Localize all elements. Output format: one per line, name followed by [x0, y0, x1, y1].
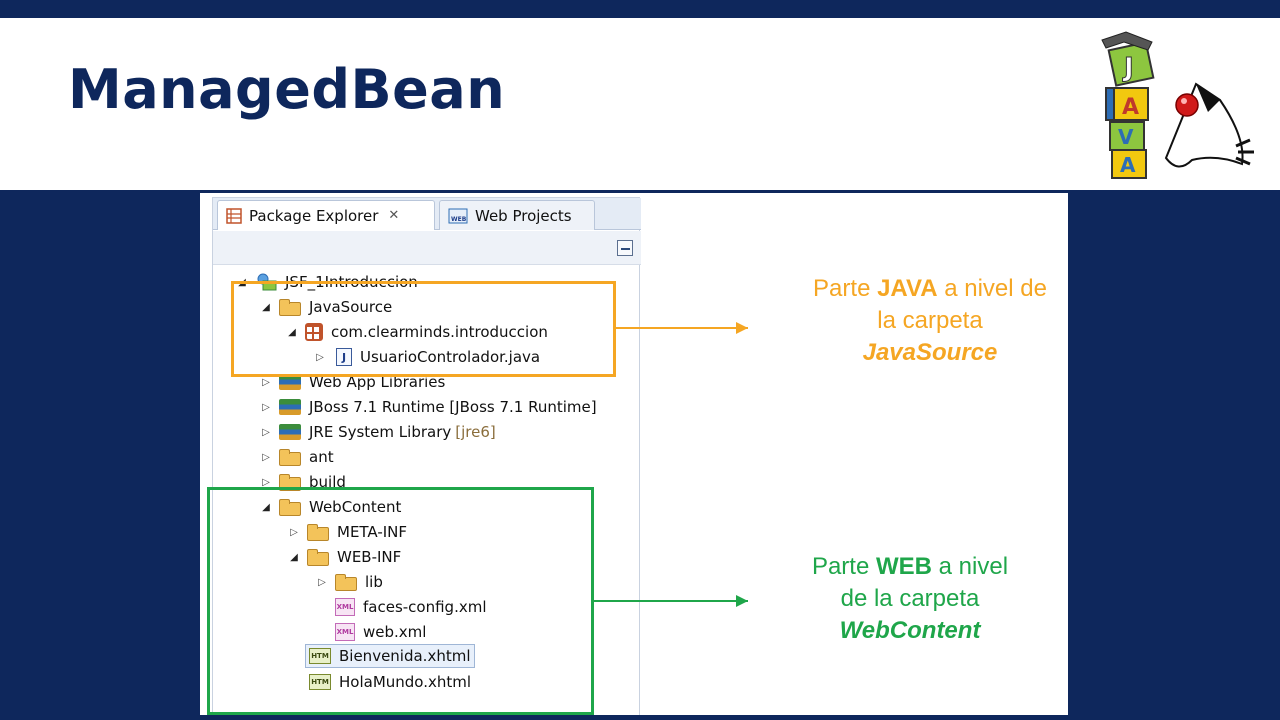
view-tab-bar: Package Explorer ✕ WEB Web Projects: [213, 198, 641, 230]
html-file-icon: HTM: [309, 674, 331, 690]
tree-item-java-file[interactable]: ▷ J UsuarioControlador.java: [313, 345, 540, 369]
library-icon: [279, 399, 301, 415]
collapse-arrow-icon[interactable]: ▷: [290, 526, 298, 538]
tree-item-label: JBoss 7.1 Runtime [JBoss 7.1 Runtime]: [309, 398, 597, 416]
java-highlight-box: [231, 281, 616, 377]
web-annotation-suffix: a nivel: [931, 553, 1009, 580]
close-icon[interactable]: ✕: [388, 208, 400, 223]
collapse-arrow-icon[interactable]: ▷: [316, 351, 324, 363]
java-annotation-emphasis: JavaSource: [862, 339, 998, 366]
expand-arrow-icon[interactable]: ◢: [262, 301, 270, 313]
web-annotation-strong: WEB: [875, 553, 932, 580]
tree-item-lib[interactable]: ▷ lib: [315, 570, 383, 594]
web-annotation: Parte WEB a nivel de la carpeta WebConte…: [780, 551, 1040, 647]
tree-item-label: Web App Libraries: [309, 373, 446, 391]
tree-item-label: META-INF: [337, 523, 408, 541]
svg-text:WEB: WEB: [451, 216, 467, 223]
tree-item-package[interactable]: ◢ com.clearminds.introduccion: [285, 320, 548, 344]
tree-item-label: JavaSource: [309, 298, 393, 316]
collapse-arrow-icon[interactable]: ▷: [262, 401, 270, 413]
tree-item-label: HolaMundo.xhtml: [339, 673, 472, 691]
java-annotation-prefix: Parte: [813, 275, 878, 302]
java-file-icon: J: [336, 348, 352, 366]
java-annotation-strong: JAVA: [877, 275, 938, 302]
tree-item-javasource[interactable]: ◢ JavaSource: [259, 295, 392, 319]
tab-web-projects[interactable]: WEB Web Projects: [439, 200, 595, 230]
tree-item-label: faces-config.xml: [363, 598, 487, 616]
jre-decoration: [jre6]: [455, 423, 496, 441]
tree-item-label: build: [309, 473, 346, 491]
view-toolbar: [213, 231, 641, 265]
tree-item-label: ant: [309, 448, 334, 466]
tree-item-label: WebContent: [309, 498, 402, 516]
java-annotation: Parte JAVA a nivel de la carpeta JavaSou…: [790, 273, 1068, 369]
collapse-arrow-icon[interactable]: ▷: [262, 426, 270, 438]
folder-icon: [335, 574, 357, 591]
tree-item-label: UsuarioControlador.java: [360, 348, 541, 366]
collapse-arrow-icon[interactable]: ▷: [262, 376, 270, 388]
folder-icon: [307, 524, 329, 541]
screenshot-panel: Package Explorer ✕ WEB Web Projects ◢ JS…: [200, 193, 1068, 715]
top-band: [0, 0, 1280, 18]
java-annotation-line2: la carpeta: [877, 307, 983, 334]
java-mascot-logo: J A V A: [1101, 31, 1254, 179]
collapse-arrow-icon[interactable]: ▷: [262, 451, 270, 463]
tree-item-bienvenida[interactable]: HTM Bienvenida.xhtml: [305, 644, 475, 668]
xml-file-icon: XML: [335, 623, 355, 641]
tree-item-label: JRE System Library: [309, 423, 452, 441]
package-explorer-icon: [226, 207, 242, 224]
library-icon: [279, 424, 301, 440]
tree-item-jboss-runtime[interactable]: ▷ JBoss 7.1 Runtime [JBoss 7.1 Runtime]: [259, 395, 597, 419]
expand-arrow-icon[interactable]: ◢: [288, 326, 296, 338]
tab-package-explorer[interactable]: Package Explorer ✕: [217, 200, 435, 230]
web-projects-icon: WEB: [448, 208, 468, 223]
tree-item-label: Bienvenida.xhtml: [339, 647, 471, 665]
tree-item-web-app-libraries[interactable]: ▷ Web App Libraries: [259, 370, 445, 394]
tree-item-ant[interactable]: ▷ ant: [259, 445, 334, 469]
java-callout-arrow: [616, 322, 748, 334]
tree-item-webcontent[interactable]: ◢ WebContent: [259, 495, 401, 519]
svg-text:J: J: [1122, 53, 1134, 83]
collapse-arrow-icon[interactable]: ▷: [318, 576, 326, 588]
tree-item-holamundo[interactable]: HTM HolaMundo.xhtml: [309, 670, 471, 694]
library-icon: [279, 374, 301, 390]
java-annotation-line1: Parte JAVA a nivel de: [790, 273, 1068, 305]
block-j: J: [1107, 41, 1155, 87]
java-annotation-suffix: a nivel de: [937, 275, 1047, 302]
package-icon: [305, 323, 323, 341]
tree-item-meta-inf[interactable]: ▷ META-INF: [287, 520, 407, 544]
web-highlight-box: [207, 487, 594, 715]
tree-item-label: lib: [365, 573, 383, 591]
tree-item-web-inf[interactable]: ◢ WEB-INF: [287, 545, 401, 569]
xml-file-icon: XML: [335, 598, 355, 616]
slide-title: ManagedBean: [68, 58, 506, 121]
tab-web-projects-label: Web Projects: [475, 206, 572, 225]
svg-text:A: A: [1120, 153, 1136, 177]
tree-item-label: com.clearminds.introduccion: [331, 323, 548, 341]
web-annotation-line2: de la carpeta: [840, 585, 980, 612]
folder-icon: [279, 499, 301, 516]
web-annotation-line1: Parte WEB a nivel: [780, 551, 1040, 583]
collapse-arrow-icon[interactable]: ▷: [262, 476, 270, 488]
web-callout-arrow: [594, 595, 748, 607]
svg-text:A: A: [1122, 95, 1139, 120]
svg-text:V: V: [1118, 125, 1134, 149]
folder-icon: [307, 549, 329, 566]
collapse-all-button[interactable]: [617, 240, 633, 256]
tree-item-jre-library[interactable]: ▷ JRE System Library [jre6]: [259, 420, 496, 444]
folder-icon: [279, 449, 301, 466]
html-file-icon: HTM: [309, 648, 331, 664]
tab-package-explorer-label: Package Explorer: [249, 206, 379, 225]
tree-item-faces-config[interactable]: XML faces-config.xml: [335, 595, 487, 619]
expand-arrow-icon[interactable]: ◢: [262, 501, 270, 513]
tree-item-web-xml[interactable]: XML web.xml: [335, 620, 426, 644]
callout-arrows: [594, 322, 748, 607]
web-annotation-prefix: Parte: [811, 553, 876, 580]
source-folder-icon: [279, 299, 301, 316]
tree-item-label: WEB-INF: [337, 548, 402, 566]
tree-item-label: web.xml: [363, 623, 427, 641]
expand-arrow-icon[interactable]: ◢: [290, 551, 298, 563]
web-annotation-emphasis: WebContent: [839, 617, 981, 644]
